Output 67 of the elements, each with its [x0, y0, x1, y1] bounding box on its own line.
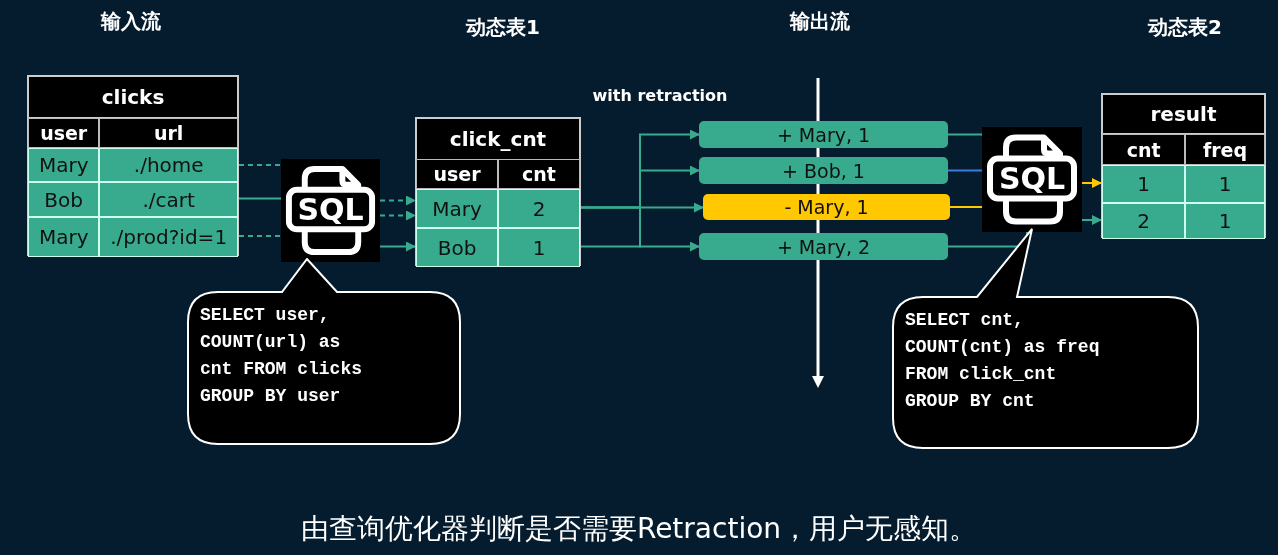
table-title: result — [1102, 94, 1265, 134]
speech-bubble — [892, 228, 1200, 450]
column-header: user — [28, 118, 100, 148]
table-cell: Bob — [416, 228, 498, 267]
sql-file-icon — [982, 127, 1082, 232]
connector — [379, 195, 416, 206]
table-row — [416, 228, 580, 267]
column-header: cnt — [1102, 134, 1186, 165]
section-heading: 动态表1 — [466, 14, 540, 41]
table-cell: Mary — [28, 217, 100, 257]
change-record: + Mary, 2 — [699, 233, 948, 260]
table-cell: ./cart — [99, 182, 238, 217]
connector — [238, 164, 282, 166]
column-header: cnt — [498, 159, 580, 189]
connector — [580, 206, 700, 252]
section-heading: with retraction — [592, 86, 728, 105]
section-heading: 动态表2 — [1148, 14, 1222, 41]
table-cell: Mary — [416, 189, 498, 228]
table-row — [1102, 203, 1265, 239]
table-row — [28, 217, 238, 257]
data-table — [415, 117, 581, 266]
table-row — [1102, 165, 1265, 203]
data-table — [27, 75, 239, 256]
caption: 由查询优化器判断是否需要Retraction，用户无感知。 — [300, 511, 978, 547]
section-heading: 输入流 — [101, 8, 161, 35]
table-row — [416, 189, 580, 228]
header-row — [1102, 134, 1265, 165]
change-record: - Mary, 1 — [703, 194, 950, 220]
change-record: + Bob, 1 — [699, 157, 948, 184]
column-header: url — [99, 118, 238, 148]
table-cell: Mary — [28, 148, 100, 182]
connector — [949, 206, 983, 208]
connector — [1081, 215, 1102, 225]
connector — [580, 165, 700, 248]
connector — [379, 210, 416, 221]
table-cell: ./home — [99, 148, 238, 182]
table-cell: 1 — [1102, 165, 1186, 203]
connector — [947, 133, 983, 136]
header-row — [28, 118, 238, 148]
section-heading: 输出流 — [790, 8, 850, 35]
table-row — [28, 182, 238, 217]
column-header: freq — [1185, 134, 1265, 165]
connector — [947, 169, 983, 172]
data-table — [1101, 93, 1266, 238]
connector — [238, 235, 282, 237]
table-cell: 2 — [1102, 203, 1186, 239]
table-cell: 1 — [1185, 203, 1265, 239]
icon-text: SQL — [997, 160, 1067, 199]
sql-code: SELECT user, COUNT(url) as cnt FROM clicks GROUP BY user — [200, 304, 364, 408]
table-row — [28, 148, 238, 182]
connector — [238, 197, 282, 200]
column-header: user — [416, 159, 498, 189]
table-cell: ./prod?id=1 — [99, 217, 238, 257]
header-row — [416, 159, 580, 189]
connector — [379, 241, 416, 252]
connector — [1081, 178, 1102, 188]
sql-file-icon — [281, 159, 380, 262]
table-title: clicks — [28, 76, 238, 118]
table-cell: 1 — [1185, 165, 1265, 203]
table-cell: Bob — [28, 182, 100, 217]
table-cell: 1 — [498, 228, 580, 267]
sql-code: SELECT cnt, COUNT(cnt) as freq FROM click_cnt GROUP BY cnt — [905, 309, 1101, 413]
icon-text: SQL — [296, 191, 365, 230]
table-title: click_cnt — [416, 118, 580, 160]
table-cell: 2 — [498, 189, 580, 228]
change-record: + Mary, 1 — [699, 121, 948, 148]
speech-bubble — [187, 258, 462, 446]
